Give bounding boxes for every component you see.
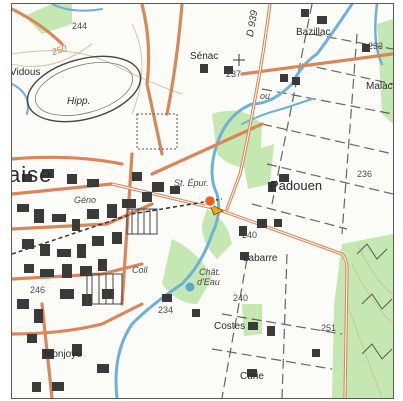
racetrack <box>26 55 142 123</box>
place-label-bazillac: Bazillac <box>296 27 331 38</box>
water-tower-marker <box>185 282 195 292</box>
elevation-label: 240 <box>233 293 249 303</box>
place-label-deau: d'Eau <box>197 277 220 287</box>
map-background <box>12 4 393 398</box>
topographic-map[interactable]: D 939 Bazillac Vidous Sénac Malac Hipp. … <box>11 3 394 399</box>
vegetation-area <box>202 209 232 259</box>
place-label-costes: Costes <box>214 321 246 332</box>
place-label-malac: Malac <box>366 81 393 92</box>
elevation-label: 251 <box>321 323 337 333</box>
place-label-st-epur: St. Épur. <box>174 178 209 188</box>
place-label-padouen: Padouen <box>270 178 323 193</box>
vegetation-area <box>24 4 72 34</box>
place-label-coll: Coll <box>132 265 148 275</box>
elevation-label: 246 <box>30 285 46 295</box>
elevation-label: 233 <box>368 41 384 51</box>
vegetation-area <box>377 19 393 124</box>
place-label-geno: Géno <box>74 195 97 205</box>
vegetation-area <box>242 144 274 189</box>
place-label-senac: Sénac <box>190 51 219 62</box>
town-label: aise <box>11 162 53 187</box>
buildings <box>17 9 370 392</box>
place-label-vidous: Vidous <box>11 67 41 78</box>
place-label-monjoye: Monjoye <box>44 349 82 360</box>
elevation-label: 240 <box>242 230 258 240</box>
place-label-curie: Curie <box>240 371 264 382</box>
elevation-label: 237 <box>226 69 242 79</box>
place-label-labarre: Labarre <box>243 253 278 264</box>
vegetation-area <box>332 234 393 398</box>
place-label-chat: Chât. <box>199 267 221 277</box>
elevation-label: 244 <box>72 21 88 31</box>
elevation-label: 234 <box>158 305 174 315</box>
main-road <box>110 182 349 398</box>
location-pin-icon[interactable] <box>202 193 228 219</box>
elevation-label: 236 <box>357 169 373 179</box>
place-label-hipp: Hipp. <box>67 96 91 107</box>
river-label: ou <box>260 91 271 101</box>
